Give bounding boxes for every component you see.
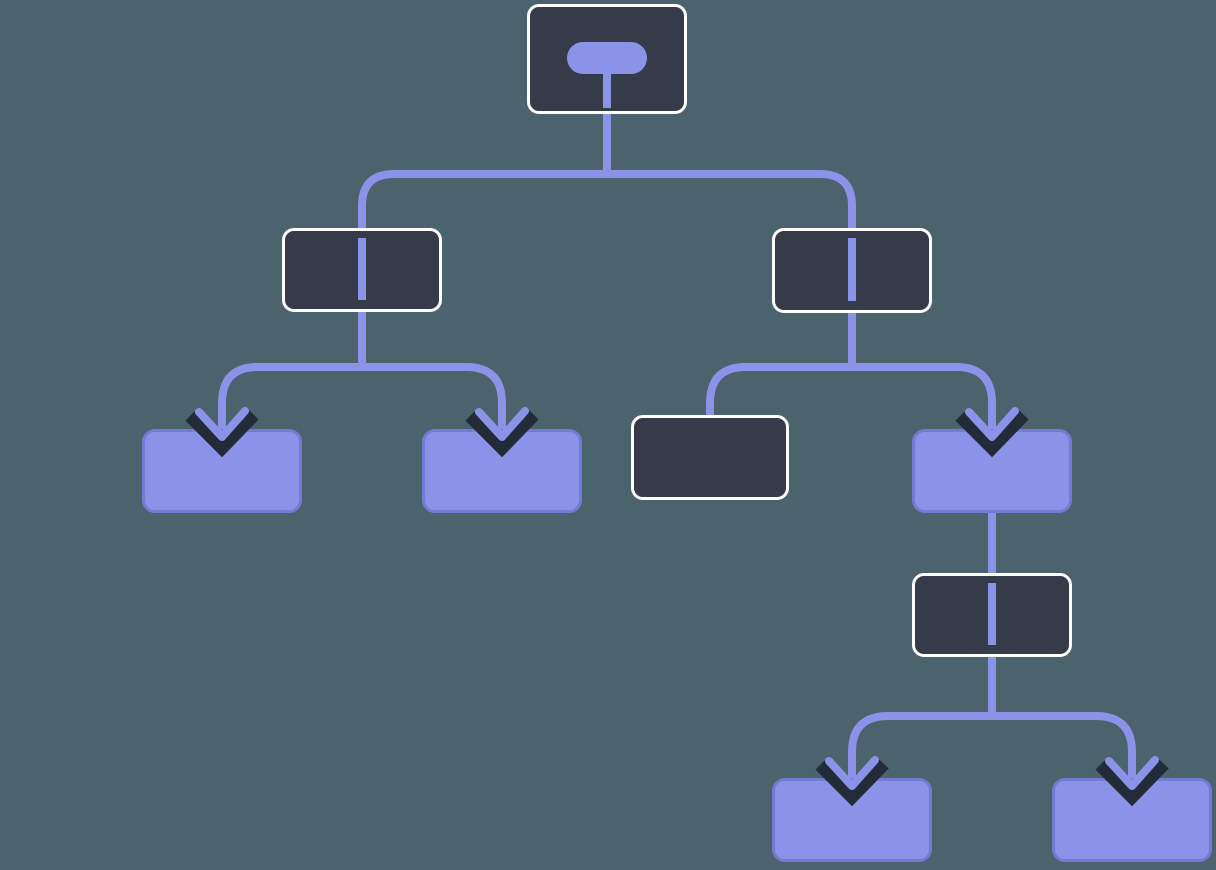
node-leaf-left-1[interactable] <box>142 429 302 513</box>
node-leaf-sub-2[interactable] <box>1052 778 1212 862</box>
node-node-right-mid[interactable] <box>912 429 1072 513</box>
node-leaf-sub-1[interactable] <box>772 778 932 862</box>
node-branch-right[interactable] <box>772 228 932 313</box>
pass-through-line-icon <box>358 238 366 300</box>
node-node-right-plain[interactable] <box>631 415 789 500</box>
pass-through-line-icon <box>848 238 856 301</box>
node-branch-left[interactable] <box>282 228 442 312</box>
node-branch-sub[interactable] <box>912 573 1072 657</box>
root-pill-icon <box>567 42 647 74</box>
pass-through-line-icon <box>988 583 996 645</box>
node-leaf-left-2[interactable] <box>422 429 582 513</box>
node-root[interactable] <box>527 4 687 114</box>
root-pill-stem-icon <box>603 74 611 108</box>
